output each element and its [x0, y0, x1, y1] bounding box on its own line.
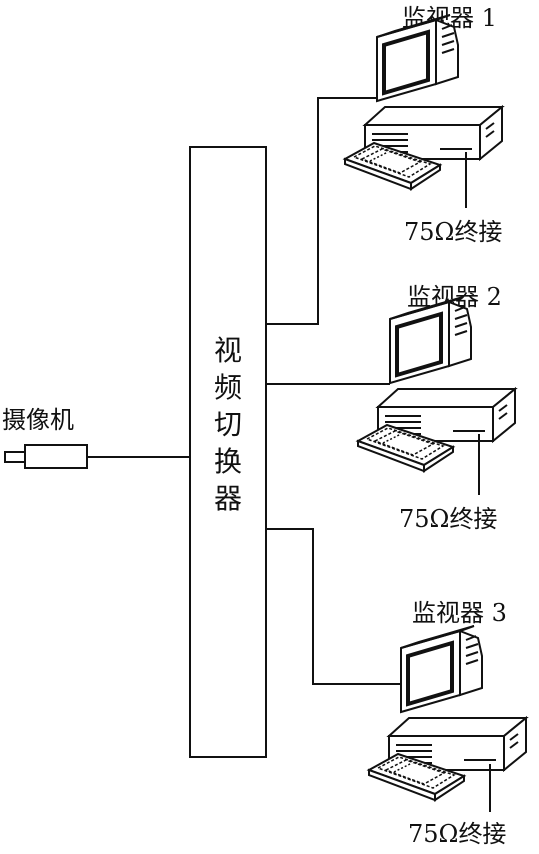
camera-label: 摄像机	[2, 406, 74, 434]
switcher-label-char: 换	[214, 445, 242, 478]
computer-icon	[367, 624, 528, 802]
connection-line-monitor-3	[266, 528, 413, 685]
termination-label: 75Ω终接	[404, 218, 502, 246]
camera-body-icon	[24, 444, 88, 469]
camera: 摄像机	[2, 406, 88, 469]
camera-lens-icon	[4, 451, 26, 463]
computer-icon	[343, 13, 504, 191]
switcher-label-char: 视	[214, 334, 242, 367]
monitor-1: 监视器 1 75Ω终接	[343, 4, 504, 246]
switcher-box	[189, 146, 267, 758]
switcher-label-char: 器	[214, 482, 242, 515]
video-switcher: 视 频 切 换 器	[189, 146, 267, 758]
switcher-label-char: 切	[214, 408, 242, 441]
termination-label: 75Ω终接	[408, 820, 506, 848]
connection-line-monitor-1	[266, 97, 383, 325]
monitor-3: 监视器 3 75Ω终接	[367, 599, 528, 848]
termination-label: 75Ω终接	[399, 505, 497, 533]
switcher-label-char: 频	[214, 371, 242, 404]
monitor-label: 监视器 3	[412, 599, 507, 627]
monitor-2: 监视器 2 75Ω终接	[356, 283, 517, 533]
